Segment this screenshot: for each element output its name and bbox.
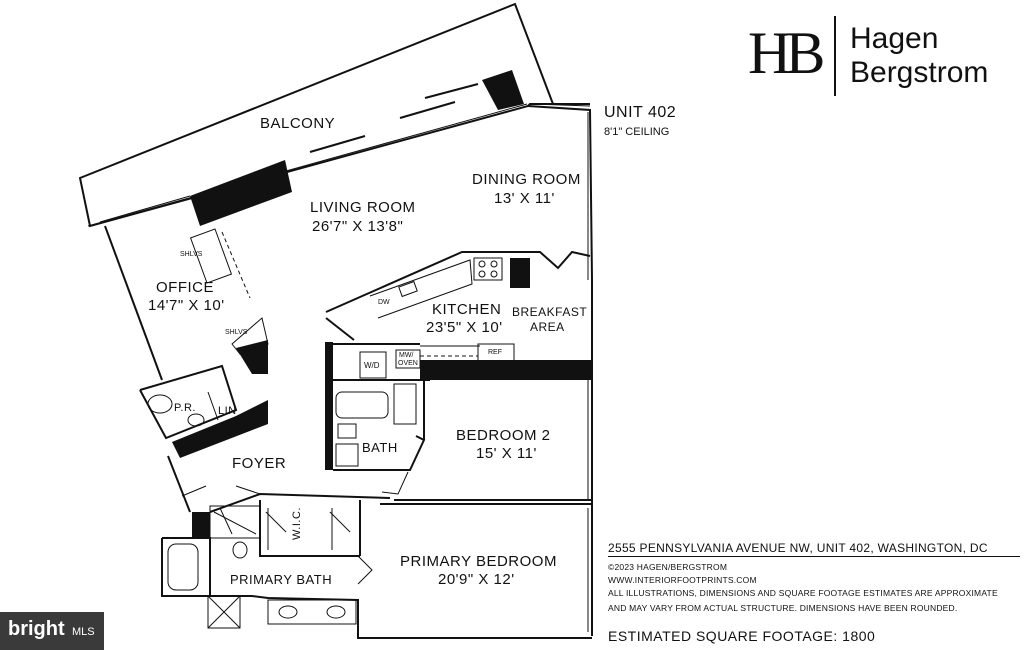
office-shelves (189, 228, 269, 355)
disclaimer-line2: AND MAY VARY FROM ACTUAL STRUCTURE. DIME… (608, 603, 958, 613)
dishwasher-label: DW (378, 299, 390, 306)
linen-label: LIN (218, 405, 237, 417)
washer-dryer-label: W/D (364, 361, 380, 370)
balcony-label: BALCONY (260, 115, 335, 132)
primary-bath-label: PRIMARY BATH (230, 572, 332, 587)
website-text: WWW.INTERIORFOOTPRINTS.COM (608, 575, 757, 585)
office-label: OFFICE (156, 279, 214, 296)
bath-label: BATH (362, 440, 398, 455)
breakfast-area-label-line2: AREA (530, 320, 565, 334)
mls-text: MLS (72, 626, 95, 638)
primary-suite (161, 500, 592, 639)
sliding-doors (99, 83, 479, 223)
microwave-label-line1: MW/ (399, 352, 413, 359)
office-dimensions: 14'7" X 10' (148, 297, 225, 314)
bedroom-2-label: BEDROOM 2 (456, 427, 551, 444)
disclaimer-line1: ALL ILLUSTRATIONS, DIMENSIONS AND SQUARE… (608, 588, 998, 598)
logo-name-line2: Bergstrom (850, 56, 989, 89)
address-underline (608, 556, 1020, 557)
dining-room-dimensions: 13' X 11' (494, 190, 555, 207)
bright-brand-text: bright (8, 618, 65, 640)
breakfast-area-label-line1: BREAKFAST (512, 305, 587, 319)
square-footage: ESTIMATED SQUARE FOOTAGE: 1800 (608, 628, 876, 644)
bedroom-2-walls (394, 380, 592, 501)
living-room-label: LIVING ROOM (310, 199, 416, 216)
refrigerator-label: REF (488, 349, 502, 356)
primary-bedroom-label: PRIMARY BEDROOM (400, 553, 557, 570)
living-room-dimensions: 26'7" X 13'8" (312, 218, 403, 235)
bedroom-2-dimensions: 15' X 11' (476, 445, 537, 462)
copyright-text: ©2023 HAGEN/BERGSTROM (608, 562, 728, 572)
bright-mls-watermark: bright MLS (0, 612, 104, 650)
walk-in-closet-label: W.I.C. (291, 507, 303, 540)
logo-monogram: HB (748, 20, 825, 86)
kitchen-label: KITCHEN (432, 301, 501, 318)
bath-2 (333, 379, 430, 495)
kitchen-dimensions: 23'5" X 10' (426, 319, 503, 336)
powder-room (139, 364, 238, 440)
dining-room-label: DINING ROOM (472, 171, 581, 188)
unit-title: UNIT 402 (604, 104, 677, 121)
kitchen-cabinets (325, 250, 591, 379)
exterior-walls (104, 103, 593, 636)
powder-room-label: P.R. (174, 402, 196, 414)
primary-bedroom-dimensions: 20'9" X 12' (438, 571, 515, 588)
foyer-label: FOYER (232, 455, 286, 472)
hagen-bergstrom-logo: HB Hagen Bergstrom (748, 16, 1018, 98)
office-shelves-label-2: SHLVS (225, 329, 248, 336)
microwave-label-line2: OVEN (398, 360, 418, 367)
logo-name-line1: Hagen (850, 22, 939, 55)
ceiling-height: 8'1" CEILING (604, 126, 670, 138)
logo-divider (834, 16, 836, 96)
balcony-outline (78, 2, 590, 228)
structural-columns (172, 70, 592, 538)
property-address: 2555 PENNSYLVANIA AVENUE NW, UNIT 402, W… (608, 541, 988, 555)
office-shelves-label: SHLVS (180, 251, 203, 258)
